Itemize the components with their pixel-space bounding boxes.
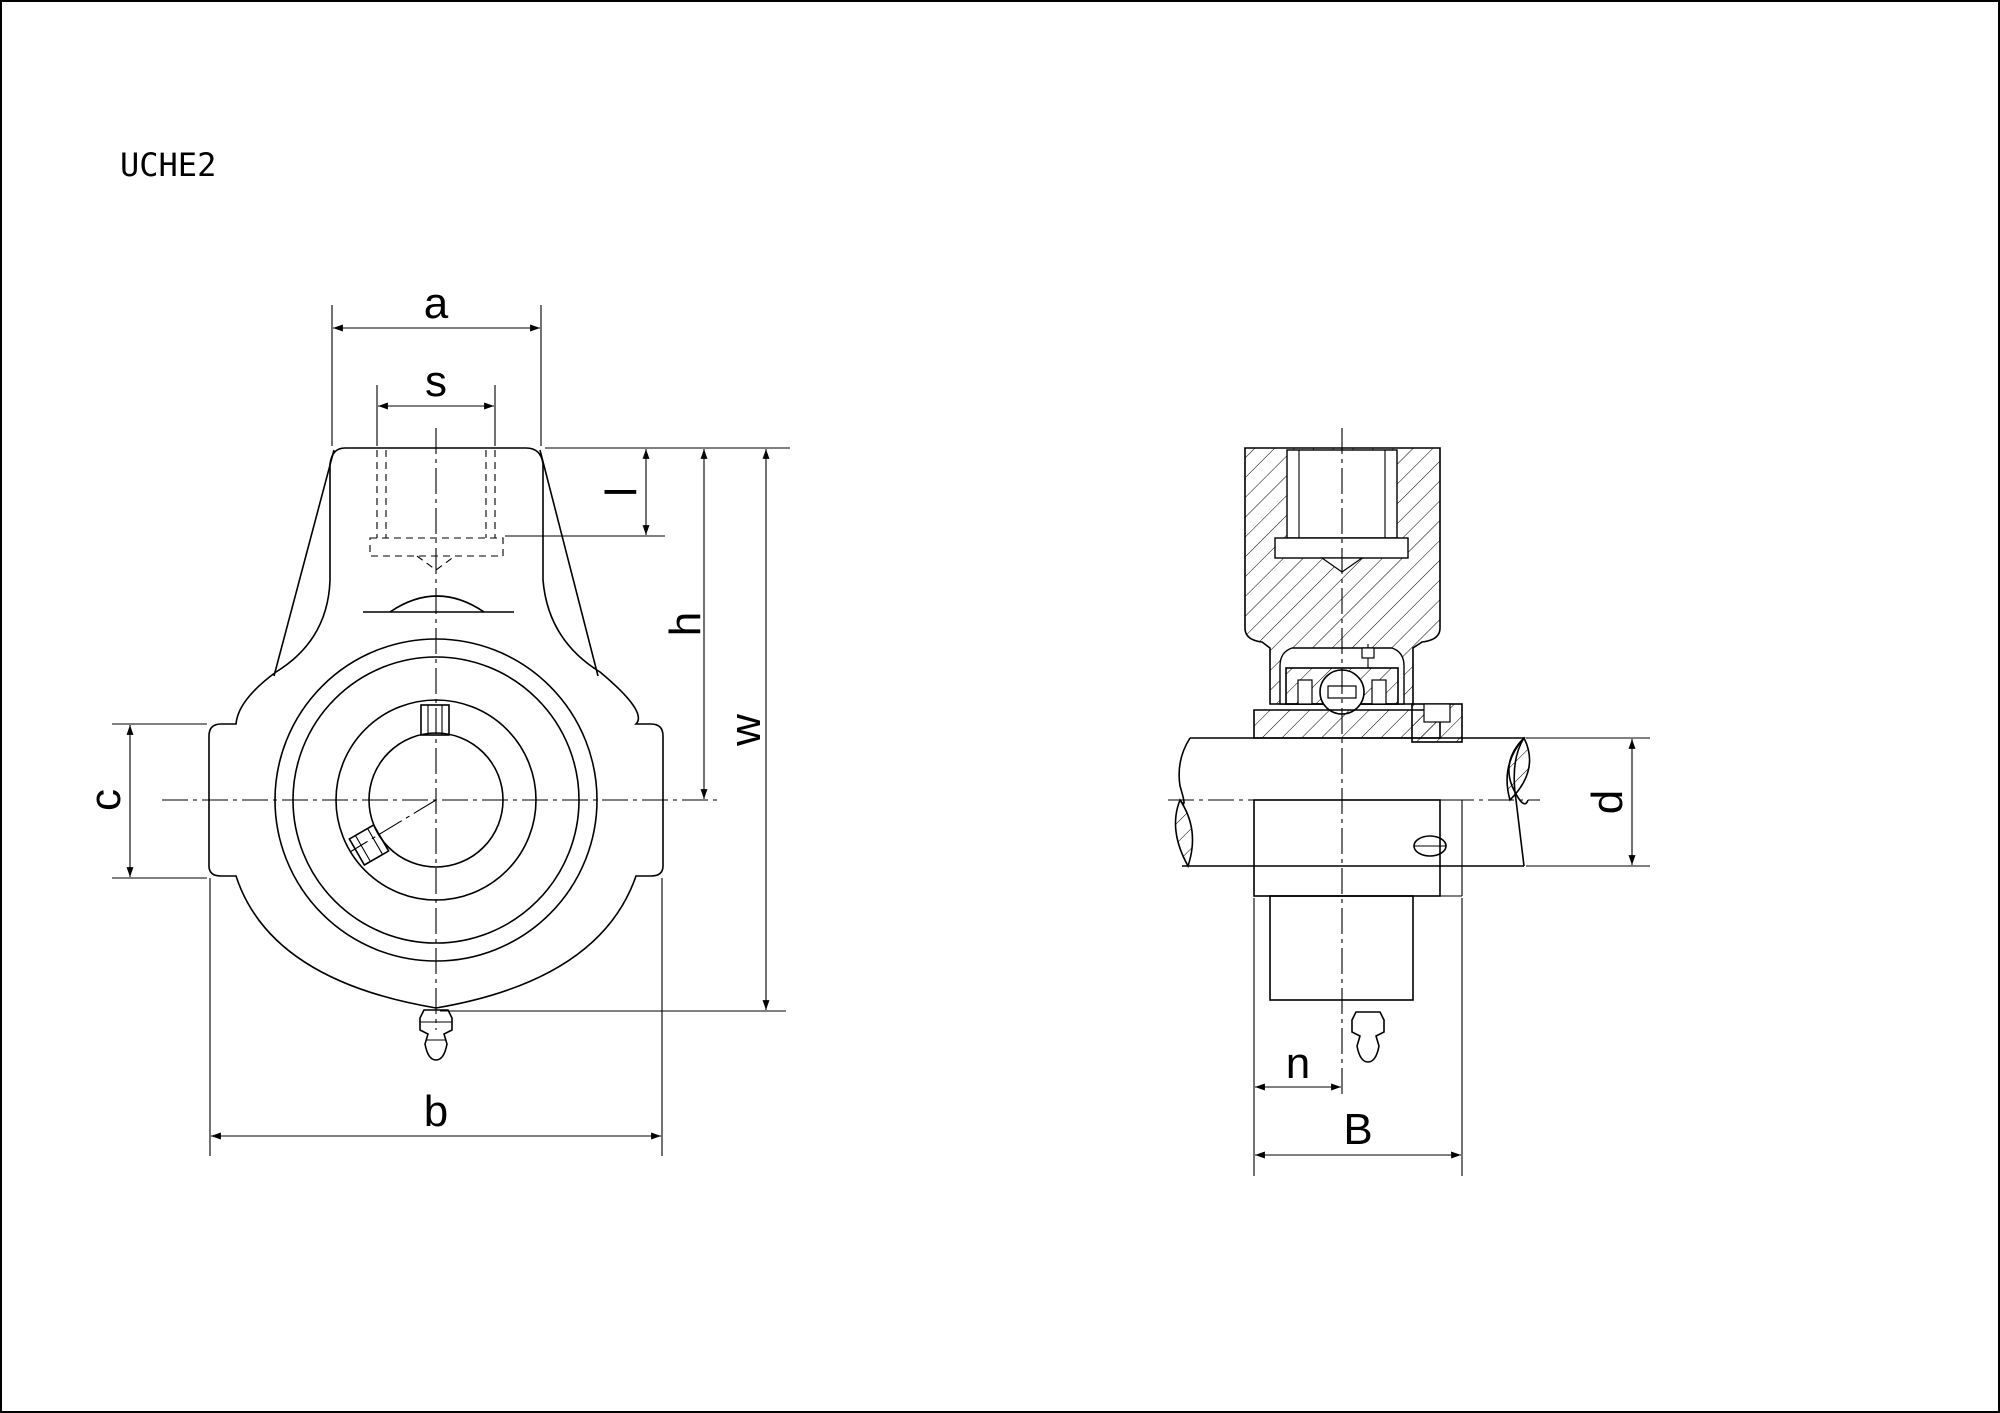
grease-fitting xyxy=(419,1009,453,1061)
housing-arm-right xyxy=(539,449,599,677)
dim-label-l: l xyxy=(597,487,646,497)
setscrew-axis xyxy=(349,799,437,853)
side-view: d n B xyxy=(1168,428,1650,1176)
setscrew-top xyxy=(420,704,450,736)
housing-arm-left xyxy=(273,449,335,677)
dim-label-b: b xyxy=(424,1087,448,1136)
shaft-break-right xyxy=(1506,736,1531,802)
dim-label-B: B xyxy=(1343,1105,1372,1154)
dim-label-h: h xyxy=(661,612,710,636)
shaft-break-left xyxy=(1174,798,1194,868)
dim-label-w: w xyxy=(721,714,770,747)
saddle-arc xyxy=(389,595,485,613)
shaft xyxy=(1190,737,1529,805)
drawing-title: UCHE2 xyxy=(120,146,216,184)
dim-label-a: a xyxy=(424,279,449,328)
dim-label-d: d xyxy=(1583,790,1632,814)
side-housing-lower xyxy=(1253,799,1441,897)
side-grease-fitting xyxy=(1351,1011,1385,1063)
dim-label-n: n xyxy=(1286,1039,1310,1088)
front-view: a s l h w c b xyxy=(81,279,790,1156)
dim-label-s: s xyxy=(425,357,447,406)
setscrew-angled xyxy=(348,823,390,867)
dim-label-c: c xyxy=(81,789,130,811)
